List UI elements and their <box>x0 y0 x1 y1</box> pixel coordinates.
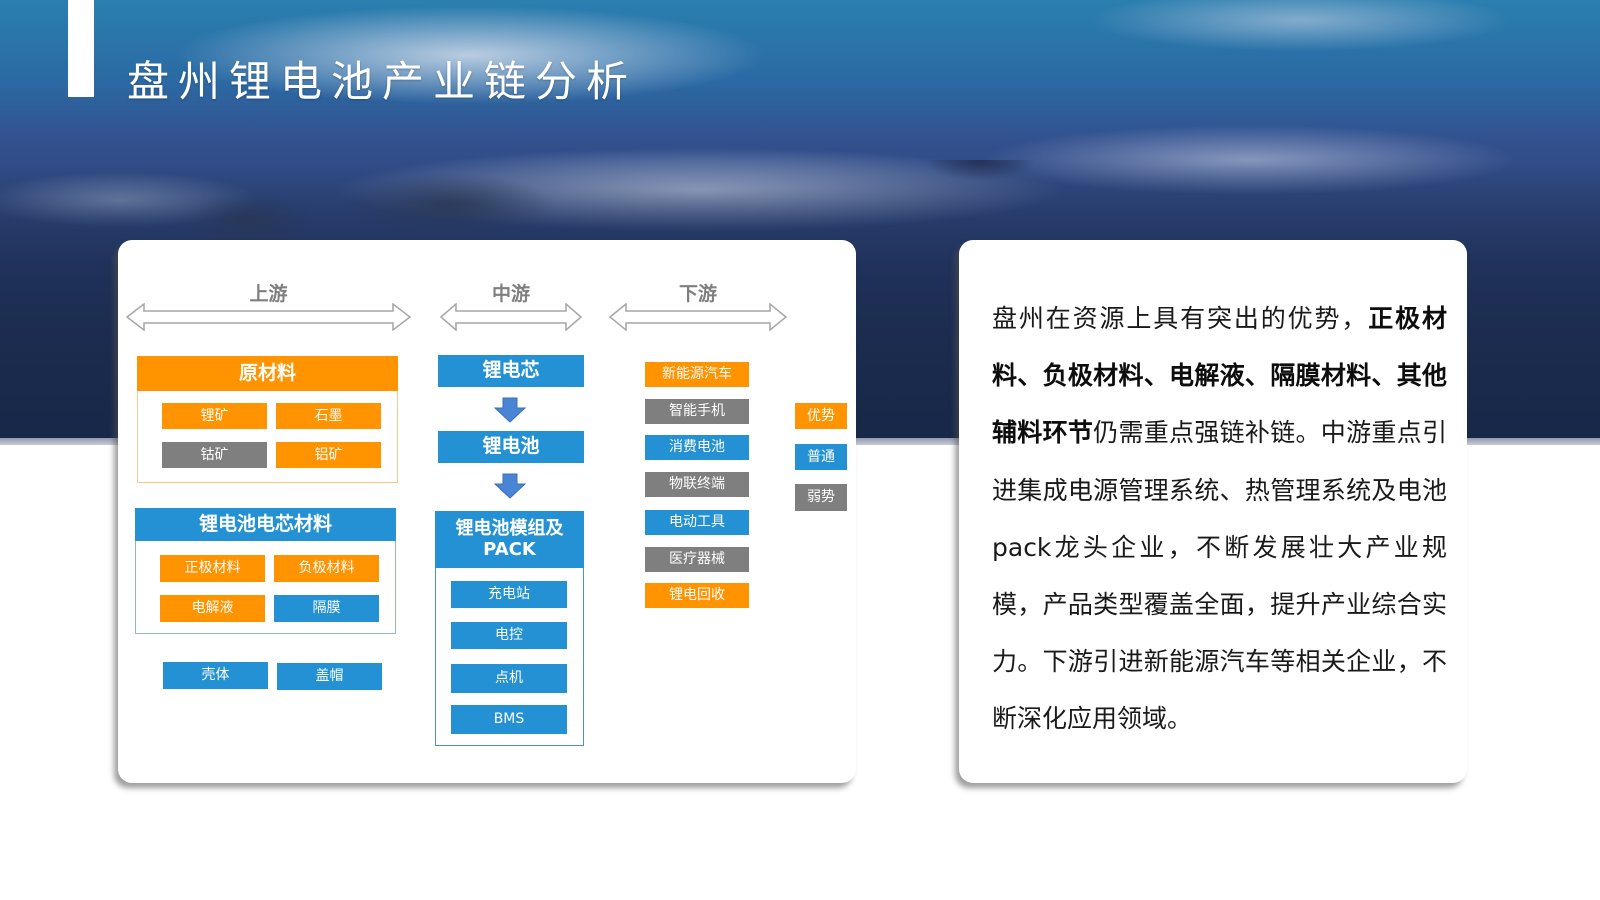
stage-midstream: 中游 <box>440 279 582 331</box>
item-lithium-ore: 锂矿 <box>162 403 267 429</box>
item-cobalt-ore: 钴矿 <box>162 442 267 468</box>
description-text: 盘州在资源上具有突出的优势，正极材料、负极材料、电解液、隔膜材料、其他辅料环节仍… <box>992 290 1447 748</box>
item-graphite: 石墨 <box>276 403 381 429</box>
item-separator: 隔膜 <box>274 595 379 622</box>
raw-materials-group: 原材料 <box>137 356 398 483</box>
cell-materials-header: 锂电池电芯材料 <box>135 508 396 541</box>
lithium-battery-box: 锂电池 <box>438 431 584 463</box>
item-motor: 点机 <box>451 664 567 693</box>
item-bms: BMS <box>451 705 567 734</box>
legend-weak: 弱势 <box>795 484 847 511</box>
pack-group: 锂电池模组及 PACK <box>435 511 584 746</box>
item-shell: 壳体 <box>163 662 268 689</box>
raw-materials-header: 原材料 <box>137 356 398 391</box>
lithium-cell-box: 锂电芯 <box>438 355 584 387</box>
stage-upstream: 上游 <box>126 279 411 331</box>
description-card <box>959 240 1467 783</box>
description-part2: 仍需重点强链补链。中游重点引进集成电源管理系统、热管理系统及电池pack龙头企业… <box>992 418 1447 734</box>
title-accent-bar <box>68 0 94 97</box>
stage-downstream: 下游 <box>609 279 787 331</box>
item-cap: 盖帽 <box>277 663 382 690</box>
double-arrow-icon <box>609 303 787 331</box>
description-bold: 正极材料、负极材料、电解液、隔膜材料、其他辅料环节 <box>992 304 1447 448</box>
double-arrow-icon <box>126 303 411 331</box>
item-smartphone: 智能手机 <box>645 399 749 424</box>
double-arrow-icon <box>440 303 582 331</box>
pack-header-line1: 锂电池模组及 <box>455 517 564 539</box>
item-aluminum-ore: 铝矿 <box>276 442 381 468</box>
pack-header-line2: PACK <box>483 538 536 560</box>
cell-materials-group: 锂电池电芯材料 <box>135 508 396 634</box>
item-battery-recycling: 锂电回收 <box>645 583 749 608</box>
stage-upstream-label: 上游 <box>249 283 288 305</box>
down-arrow-icon <box>494 473 526 499</box>
stage-midstream-label: 中游 <box>491 283 530 305</box>
item-cathode-material: 正极材料 <box>160 555 265 582</box>
item-medical-devices: 医疗器械 <box>645 547 749 572</box>
page-title: 盘州锂电池产业链分析 <box>127 57 638 106</box>
item-new-energy-vehicle: 新能源汽车 <box>645 362 749 387</box>
stage-downstream-label: 下游 <box>678 283 717 305</box>
description-part1: 盘州在资源上具有突出的优势， <box>992 304 1369 333</box>
legend-normal: 普通 <box>795 444 847 470</box>
down-arrow-icon <box>494 397 526 423</box>
item-charging-station: 充电站 <box>451 581 567 608</box>
item-power-tools: 电动工具 <box>645 510 749 535</box>
item-iot-terminal: 物联终端 <box>645 472 749 497</box>
pack-header: 锂电池模组及 PACK <box>435 511 584 568</box>
item-consumer-battery: 消费电池 <box>645 435 749 460</box>
item-electronic-control: 电控 <box>451 622 567 649</box>
item-anode-material: 负极材料 <box>274 555 379 582</box>
legend-advantage: 优势 <box>795 403 847 429</box>
item-electrolyte: 电解液 <box>160 595 265 622</box>
